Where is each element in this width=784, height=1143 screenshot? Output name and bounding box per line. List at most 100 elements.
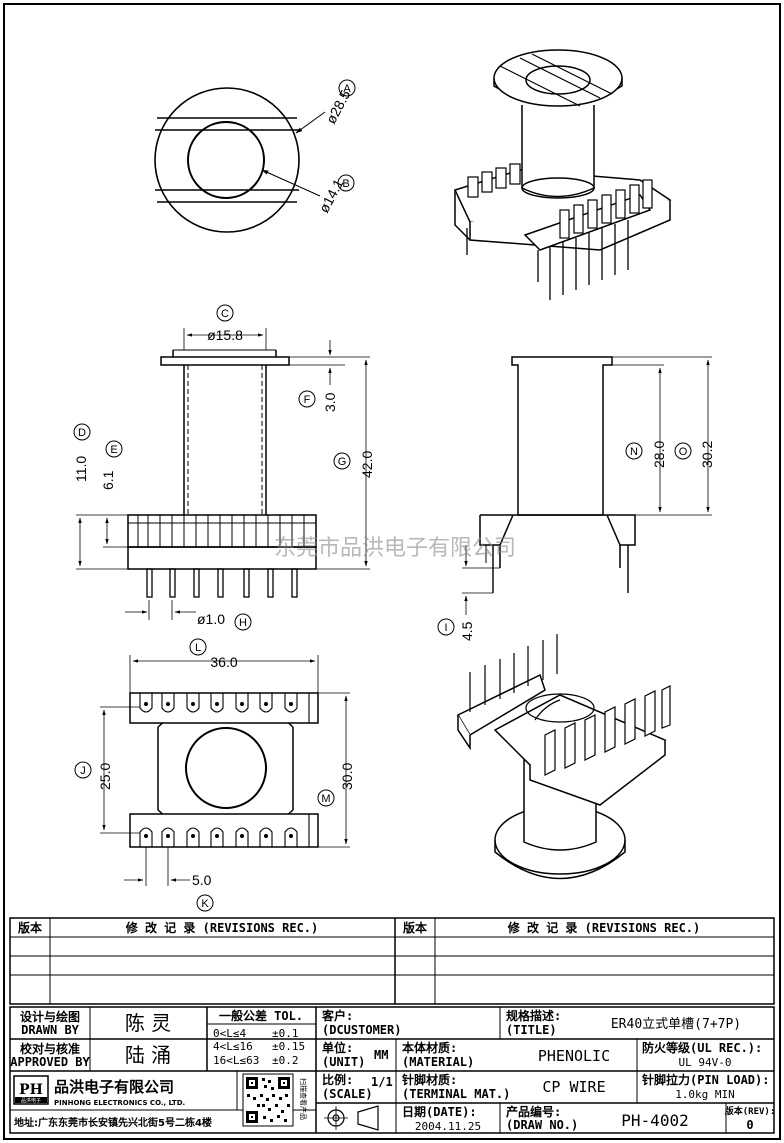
dim-D: D 11.0: [73, 423, 91, 482]
dim-J-letter: J: [80, 765, 86, 777]
rev-value: 0: [746, 1118, 753, 1132]
tol-range-3: 16<L≤63: [213, 1054, 259, 1067]
dim-H-value: ø1.0: [197, 611, 225, 627]
unit-label-cn: 单位:: [322, 1040, 353, 1055]
company-name-cn: 品洪电子有限公司: [54, 1078, 174, 1096]
dim-L: L 36.0: [189, 638, 238, 670]
drawno-label-en: (DRAW NO.): [506, 1118, 578, 1132]
dim-I: I 4.5: [437, 618, 475, 641]
tol-range-2: 4<L≤16: [213, 1040, 253, 1053]
rev-col-version-right: 版本: [403, 920, 427, 935]
dim-I-value: 4.5: [459, 621, 475, 641]
dim-L-letter: L: [195, 642, 201, 654]
revisions-table: [9, 917, 775, 1005]
dim-K-value: 5.0: [192, 872, 212, 888]
dim-G: G 42.0: [333, 451, 375, 478]
rev-col-record-left: 修 改 记 录 (REVISIONS REC.): [125, 920, 319, 935]
date-label: 日期(DATE):: [402, 1104, 477, 1119]
isometric-view-bottom: [456, 634, 671, 880]
scale-value: 1/1: [371, 1075, 393, 1089]
front-view: [76, 328, 370, 620]
terminal-value: CP WIRE: [542, 1078, 605, 1096]
dim-F: F 3.0: [298, 390, 338, 412]
spec-label-cn: 规格描述:: [506, 1008, 561, 1023]
pinload-value: 1.0kg MIN: [675, 1088, 735, 1101]
dim-K: 5.0 K: [192, 872, 214, 912]
tol-title: 一般公差 TOL.: [219, 1008, 303, 1023]
dim-E: E 6.1: [100, 440, 123, 490]
designer-label-en: DRAWN BY: [21, 1023, 80, 1037]
dim-K-letter: K: [201, 898, 209, 910]
pinload-label: 针脚拉力(PIN LOAD):: [642, 1072, 769, 1087]
spec-label-en: (TITLE): [506, 1023, 557, 1037]
approver-label-cn: 校对与核准: [20, 1041, 80, 1056]
drawing-border: [3, 3, 781, 1140]
projection-symbol: [324, 1105, 379, 1131]
designer-label-cn: 设计与绘图: [20, 1009, 80, 1024]
dim-L-value: 36.0: [210, 654, 237, 670]
dim-C-letter: C: [221, 308, 229, 320]
bottom-view: [100, 655, 350, 886]
tol-value-3: ±0.2: [272, 1054, 299, 1067]
dim-G-value: 42.0: [359, 451, 375, 478]
dim-O-letter: O: [679, 446, 688, 458]
approver-name: 陆 涌: [125, 1043, 171, 1067]
dim-O: O 30.2: [674, 441, 715, 468]
dim-O-value: 30.2: [699, 441, 715, 468]
company-address: 地址:广东东莞市长安镇先兴北街5号二栋4楼: [14, 1116, 212, 1129]
unit-label-en: (UNIT): [322, 1055, 365, 1069]
flame-label: 防火等级(UL REC.):: [642, 1040, 762, 1055]
material-value: PHENOLIC: [538, 1047, 610, 1065]
terminal-label-en: (TERMINAL MAT.): [402, 1087, 510, 1101]
rev-col-record-right: 修 改 记 录 (REVISIONS REC.): [507, 920, 701, 935]
dim-J-value: 25.0: [97, 763, 113, 790]
tol-range-1: 0<L≤4: [213, 1027, 246, 1040]
company-logo-mark: PH: [19, 1082, 43, 1098]
tol-value-2: ±0.15: [272, 1040, 305, 1053]
approver-label-en: APPROVED BY: [10, 1055, 90, 1069]
flame-value: UL 94V-0: [679, 1056, 732, 1069]
dim-G-letter: G: [338, 456, 347, 468]
customer-label-en: (DCUSTOMER): [322, 1023, 401, 1037]
watermark-text: 东莞市品洪电子有限公司: [274, 536, 516, 561]
customer-label-cn: 客户:: [321, 1008, 353, 1023]
tol-value-1: ±0.1: [272, 1027, 299, 1040]
company-name-en: PINHONG ELECTRONICS CO., LTD.: [54, 1099, 185, 1107]
dim-C-value: ø15.8: [207, 327, 243, 343]
dim-F-letter: F: [304, 394, 311, 406]
spec-value: ER40立式单槽(7+7P): [611, 1017, 741, 1032]
dim-J: J 25.0: [74, 761, 113, 790]
dim-H: ø1.0 H: [197, 611, 252, 631]
dim-M: M 30.0: [317, 763, 355, 807]
top-view: [154, 87, 326, 233]
dim-E-value: 6.1: [100, 470, 116, 490]
scale-label-cn: 比例:: [322, 1072, 353, 1087]
dim-D-letter: D: [78, 427, 86, 439]
material-label-cn: 本体材质:: [402, 1040, 457, 1055]
drawno-value: PH-4002: [621, 1111, 688, 1130]
scale-label-en: (SCALE): [322, 1087, 373, 1101]
isometric-view-top: [453, 49, 672, 300]
date-value: 2004.11.25: [415, 1120, 481, 1133]
dim-A-value: ø28.5: [323, 87, 354, 126]
dim-I-letter: I: [444, 622, 447, 634]
terminal-label-cn: 针脚材质:: [402, 1072, 457, 1087]
unit-value: MM: [374, 1048, 388, 1062]
dim-M-letter: M: [321, 793, 330, 805]
dim-B-value: ø14.1: [316, 176, 347, 215]
company-logo: PH 品洪电子: [13, 1075, 49, 1105]
dim-A: A ø28.5: [323, 79, 356, 126]
qr-code-icon: [242, 1073, 294, 1127]
rev-col-version-left: 版本: [18, 920, 42, 935]
title-block: [9, 1006, 775, 1134]
dim-C: C ø15.8: [207, 304, 243, 343]
dim-B: B ø14.1: [316, 174, 355, 215]
dim-H-letter: H: [239, 617, 247, 629]
side-view: [462, 356, 712, 615]
material-label-en: (MATERIAL): [402, 1055, 474, 1069]
drawno-label-cn: 产品编号:: [506, 1104, 561, 1119]
dim-M-value: 30.0: [339, 763, 355, 790]
dim-E-letter: E: [110, 444, 117, 456]
dim-D-value: 11.0: [73, 456, 89, 482]
